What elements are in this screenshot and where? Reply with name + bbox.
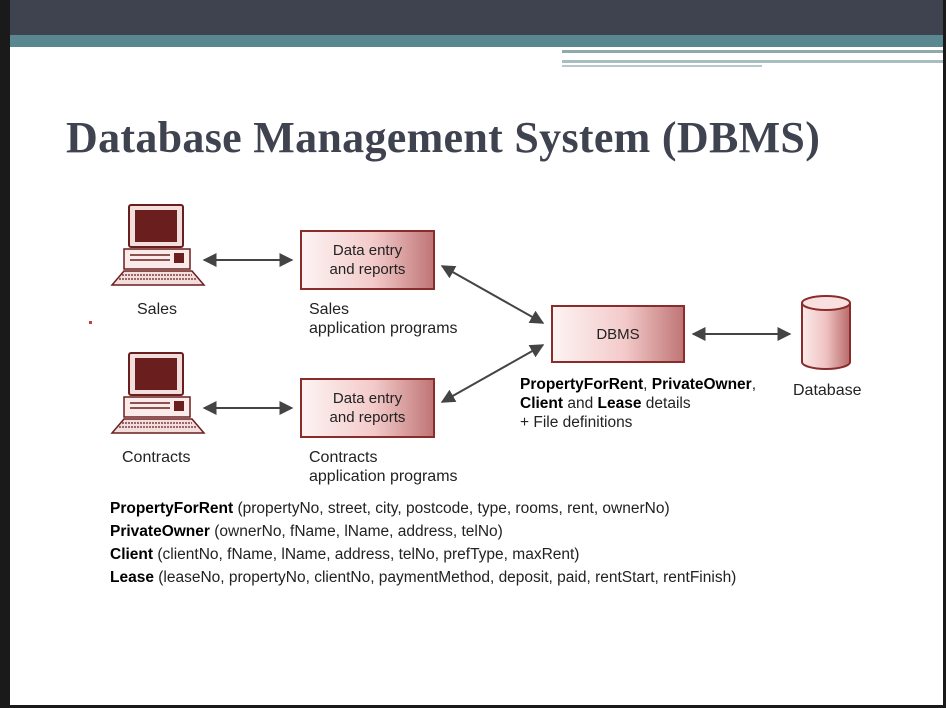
- relation-definition: PrivateOwner (ownerNo, fName, lName, add…: [110, 520, 736, 543]
- contracts-dbms-arrow: [440, 344, 545, 403]
- separator: ,: [751, 376, 757, 393]
- dbms-box: DBMS: [551, 305, 685, 363]
- relation-definition: Client (clientNo, fName, lName, address,…: [110, 543, 736, 566]
- slide: Database Management System (DBMS): [10, 0, 943, 705]
- separator: ,: [643, 376, 652, 393]
- stray-dot: [89, 321, 92, 324]
- sales-computer-icon: [110, 204, 206, 286]
- database-label: Database: [793, 382, 862, 399]
- relation-name: Lease: [110, 569, 154, 586]
- entity-name: Lease: [597, 395, 642, 412]
- dbms-description: PropertyForRent, PrivateOwner, Client an…: [520, 375, 756, 432]
- sales-programs-label: Sales application programs: [309, 301, 458, 337]
- entity-name: Client: [520, 395, 564, 412]
- dbms-description-line-1: PropertyForRent, PrivateOwner,: [520, 375, 756, 394]
- header-stripe: [562, 50, 943, 53]
- relation-definition: PropertyForRent (propertyNo, street, cit…: [110, 497, 736, 520]
- header-stripe: [562, 60, 943, 63]
- contracts-programs-label: Contracts application programs: [309, 449, 458, 485]
- relation-name: PropertyForRent: [110, 500, 234, 517]
- contracts-computer-icon: [110, 352, 206, 434]
- header-stripe: [562, 65, 762, 67]
- dbms-description-line-3: + File definitions: [520, 414, 633, 431]
- relation-fields: (ownerNo, fName, lName, address, telNo): [209, 523, 503, 540]
- relation-fields: (clientNo, fName, lName, address, telNo,…: [153, 546, 580, 563]
- relation-definition: Lease (leaseNo, propertyNo, clientNo, pa…: [110, 566, 736, 589]
- sales-dbms-arrow: [440, 265, 545, 324]
- header-accent-bar: [10, 35, 943, 47]
- entity-name: PrivateOwner: [651, 376, 752, 393]
- sales-label: Sales: [137, 301, 178, 318]
- relation-fields: (leaseNo, propertyNo, clientNo, paymentM…: [153, 569, 737, 586]
- diagram-connectors: [110, 204, 851, 434]
- header-bar: [10, 0, 943, 35]
- dbms-description-line-2: Client and Lease details: [520, 394, 756, 413]
- relation-fields: (propertyNo, street, city, postcode, typ…: [233, 500, 670, 517]
- sales-data-entry-box: Data entry and reports: [300, 230, 435, 290]
- entity-name: PropertyForRent: [520, 376, 644, 393]
- relation-name: PrivateOwner: [110, 523, 210, 540]
- relation-name: Client: [110, 546, 154, 563]
- conjunction: and: [563, 395, 598, 412]
- relation-definitions: PropertyForRent (propertyNo, street, cit…: [110, 497, 736, 589]
- details-text: details: [641, 395, 691, 412]
- database-cylinder-icon: [801, 295, 851, 370]
- slide-title: Database Management System (DBMS): [66, 113, 821, 162]
- contracts-label: Contracts: [122, 449, 191, 466]
- contracts-data-entry-box: Data entry and reports: [300, 378, 435, 438]
